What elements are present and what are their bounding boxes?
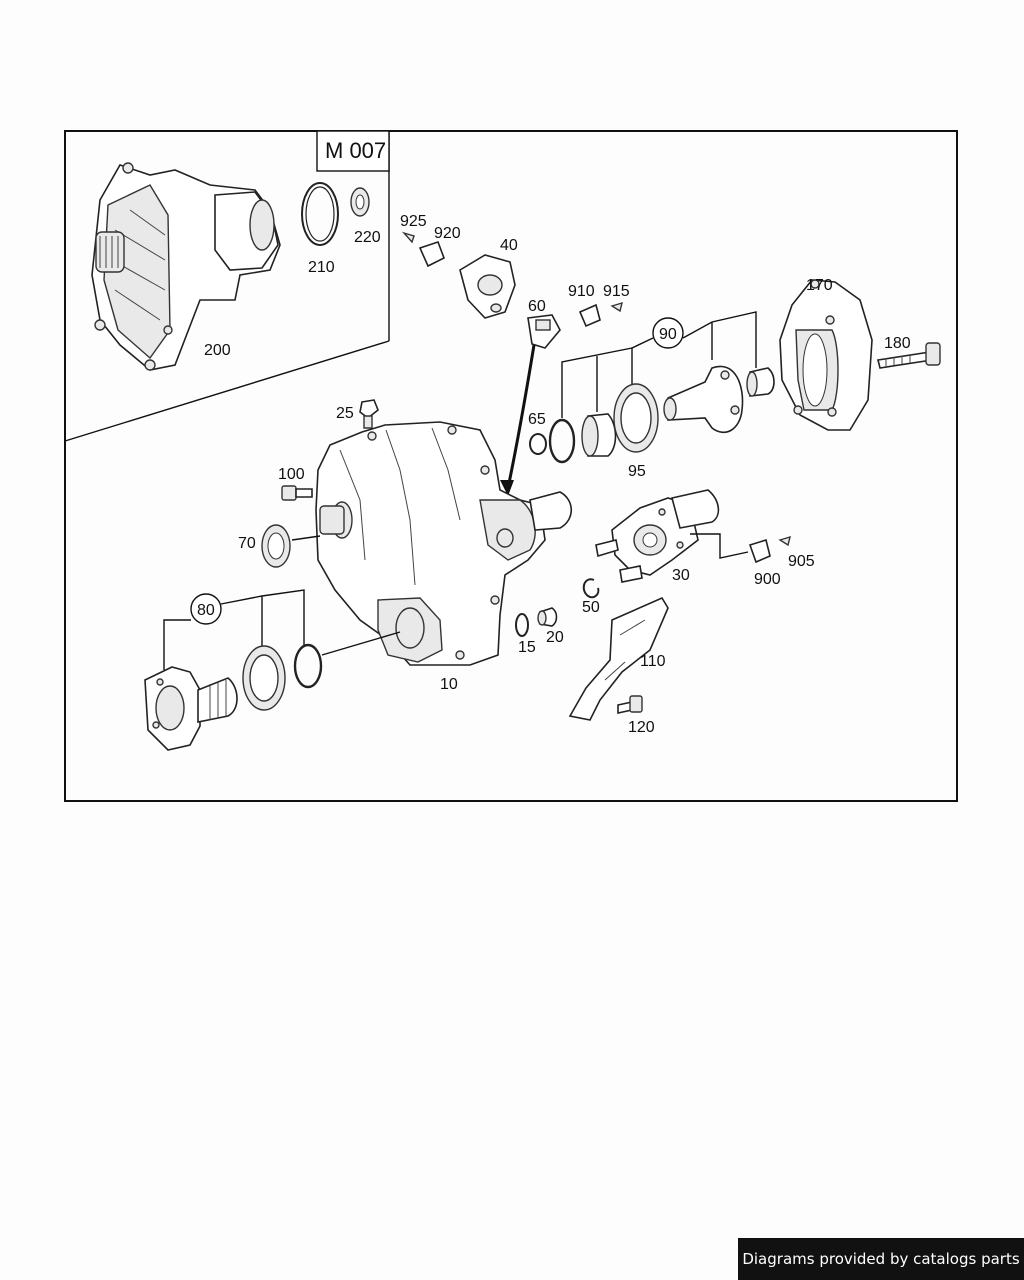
group-80-leader-lines (163, 589, 305, 670)
callout-220: 220 (354, 229, 381, 246)
part-90-o-ring (548, 418, 576, 464)
callout-900: 900 (754, 571, 781, 588)
part-910-connector (578, 303, 601, 328)
part-180-bolt (877, 342, 941, 369)
installation-arrowhead (500, 480, 514, 496)
part-10-transfer-case (315, 421, 573, 666)
part-915-screw (610, 301, 623, 313)
callout-30: 30 (672, 567, 690, 584)
part-30-actuator-motor (595, 489, 720, 583)
part-60-switch (527, 314, 561, 349)
part-90-sleeve (746, 367, 775, 397)
callout-210: 210 (308, 259, 335, 276)
callout-90: 90 (659, 326, 677, 343)
part-15-o-ring (515, 613, 529, 637)
callout-915: 915 (603, 283, 630, 300)
leader-80-to-case (321, 631, 401, 656)
part-80-seal (242, 645, 286, 711)
diagram-frame (64, 130, 958, 802)
callout-910: 910 (568, 283, 595, 300)
callout-80-circle (190, 593, 222, 625)
leader-70 (291, 535, 321, 541)
part-920-connector (418, 240, 446, 268)
callout-50: 50 (582, 599, 600, 616)
callout-120: 120 (628, 719, 655, 736)
callout-40: 40 (500, 237, 518, 254)
callout-110: 110 (640, 653, 666, 670)
callout-60: 60 (528, 298, 546, 315)
part-20-plug (537, 607, 558, 627)
part-80-o-ring (293, 643, 323, 689)
part-90-bushing (581, 413, 617, 457)
part-120-bolt (617, 695, 643, 714)
group-90-leader-lines (561, 311, 757, 418)
callout-80: 80 (197, 602, 215, 619)
part-220-bushing (350, 187, 370, 217)
part-905-screw (778, 535, 791, 547)
part-40-sensor (459, 254, 516, 319)
callout-200: 200 (204, 342, 231, 359)
callout-925: 925 (400, 213, 427, 230)
part-95-seal (613, 383, 659, 453)
callout-180: 180 (884, 335, 911, 352)
part-925-screw (401, 231, 415, 244)
reference-box (316, 130, 390, 172)
part-90-output-flange (663, 365, 744, 434)
callout-95: 95 (628, 463, 646, 480)
leader-30 (690, 533, 749, 559)
callout-15: 15 (518, 639, 536, 656)
diagram-credit-banner: Diagrams provided by catalogs parts (738, 1238, 1024, 1280)
part-50-snap-ring (582, 578, 600, 599)
callout-25: 25 (336, 405, 354, 422)
part-100-bolt (281, 485, 313, 501)
part-170-cover (779, 279, 873, 431)
part-25-plug (359, 399, 379, 429)
callout-905: 905 (788, 553, 815, 570)
callout-920: 920 (434, 225, 461, 242)
callout-65: 65 (528, 411, 546, 428)
callout-170: 170 (806, 277, 833, 294)
inset-divider (64, 340, 390, 442)
callout-10: 10 (440, 676, 458, 693)
reference-code: M 007 (325, 138, 386, 163)
callout-100: 100 (278, 466, 305, 483)
part-210-snap-ring (301, 182, 339, 246)
part-80-flange (144, 666, 238, 751)
part-900-connector (748, 538, 771, 564)
part-110-bracket (568, 596, 669, 721)
callout-90-circle (652, 317, 684, 349)
callout-70: 70 (238, 535, 256, 552)
part-200-housing (91, 162, 281, 371)
part-65-washer (529, 433, 547, 455)
installation-arrow (506, 344, 536, 489)
callout-20: 20 (546, 629, 564, 646)
part-70-seal (261, 524, 291, 568)
